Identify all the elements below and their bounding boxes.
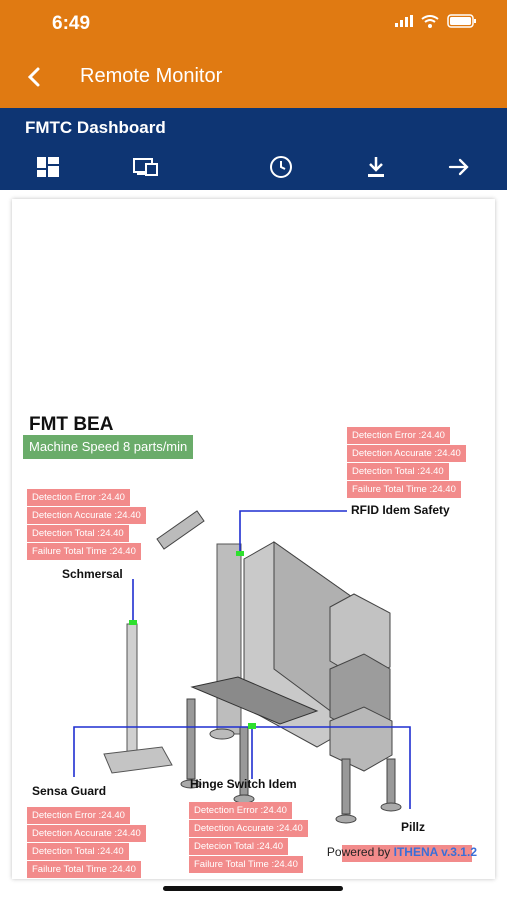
app-bar: Remote Monitor — [0, 50, 507, 108]
dashboard-title: FMTC Dashboard — [25, 118, 166, 137]
sensor-label-hinge-switch[interactable]: Hinge Switch Idem — [190, 777, 297, 791]
battery-icon — [447, 14, 476, 28]
side-cabinet-top — [329, 593, 391, 682]
dashboard-icon[interactable] — [33, 152, 63, 182]
footer-version: ITHENA v.3.1.2 — [393, 845, 477, 859]
sensor-label-pillz[interactable]: Pillz — [401, 820, 426, 834]
sensa-failure-time: Failure Total Time :24.40 — [27, 861, 141, 878]
schmersal-detection-accurate: Detection Accurate :24.40 — [27, 507, 146, 524]
schmersal-failure-time: Failure Total Time :24.40 — [27, 543, 141, 560]
rfid-detection-error: Detection Error :24.40 — [347, 427, 450, 444]
keyboard-tray — [190, 676, 319, 725]
hinge-detection-error: Detection Error :24.40 — [189, 802, 292, 819]
sensor-label-rfid[interactable]: RFID Idem Safety — [351, 503, 450, 517]
machine-illustration — [73, 510, 411, 824]
arrow-right-icon[interactable] — [444, 152, 474, 182]
rfid-detection-total: Detection Total :24.40 — [347, 463, 449, 480]
devices-icon[interactable] — [131, 152, 161, 182]
footer-powered-by: Powered by ITHENA v.3.1.2 — [327, 845, 477, 859]
home-indicator[interactable] — [163, 886, 343, 891]
side-cabinet-low — [329, 706, 393, 772]
machine-card: FMT BEA Machine Speed 8 parts/min Detect… — [12, 199, 495, 879]
schmersal-post — [126, 623, 138, 755]
status-icons — [395, 14, 477, 28]
schmersal-base — [103, 746, 173, 774]
bracket — [156, 510, 205, 550]
machine-name: FMT BEA — [29, 414, 114, 435]
sensor-label-sensa-guard[interactable]: Sensa Guard — [32, 784, 107, 798]
status-time: 6:49 — [52, 13, 91, 34]
signal-icon — [395, 15, 413, 27]
sensor-label-schmersal[interactable]: Schmersal — [62, 567, 123, 581]
download-icon[interactable] — [361, 152, 391, 182]
schmersal-detection-error: Detection Error :24.40 — [27, 489, 130, 506]
app-title: Remote Monitor — [80, 65, 223, 87]
clock-icon[interactable] — [266, 152, 296, 182]
toolbar — [0, 148, 507, 188]
sensa-detection-total: Detection Total :24.40 — [27, 843, 129, 860]
sensa-detection-accurate: Detection Accurate :24.40 — [27, 825, 146, 842]
status-bar: 6:49 — [0, 0, 507, 50]
sensa-detection-error: Detection Error :24.40 — [27, 807, 130, 824]
hinge-detection-accurate: Detection Accurate :24.40 — [189, 820, 308, 837]
schmersal-detection-total: Detection Total :24.40 — [27, 525, 129, 542]
powered-by-text: Powered by — [326, 845, 394, 859]
rfid-failure-time: Failure Total Time :24.40 — [347, 481, 461, 498]
back-arrow-icon[interactable] — [22, 62, 50, 92]
hinge-failure-time: Failure Total Time :24.40 — [189, 856, 303, 873]
hinge-detection-total: Detecion Total :24.40 — [189, 838, 289, 855]
dashboard-header: FMTC Dashboard — [0, 108, 507, 190]
pillz-badge — [342, 845, 472, 862]
machine-speed-badge: Machine Speed 8 parts/min — [23, 435, 194, 459]
rfid-detection-accurate: Detection Accurate :24.40 — [347, 445, 466, 462]
wifi-icon — [421, 14, 439, 28]
